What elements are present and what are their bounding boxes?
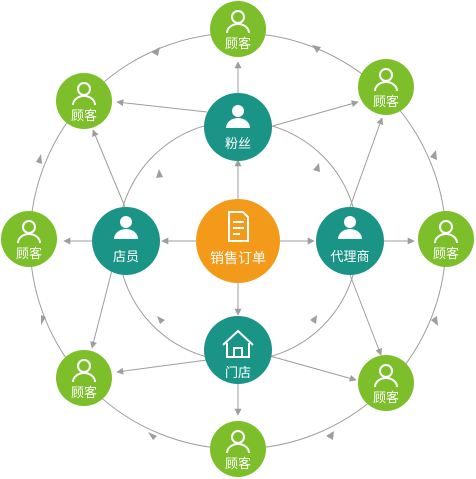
customer-label: 顾客: [71, 385, 97, 401]
customer-label: 顾客: [16, 246, 42, 262]
ring-arrow: [431, 316, 438, 326]
ring-arrow: [312, 45, 321, 53]
center-node[interactable]: 销售订单: [196, 199, 280, 283]
person-outline-icon: [72, 359, 96, 383]
role-node-fans[interactable]: 粉丝: [204, 93, 272, 161]
customer-node[interactable]: 顾客: [1, 211, 57, 267]
customer-label: 顾客: [373, 390, 399, 406]
ring-arrow: [326, 431, 334, 440]
ring-arrow: [157, 316, 165, 324]
center-connectors: [161, 159, 315, 316]
center-label: 销售订单: [210, 251, 266, 267]
customer-label: 顾客: [433, 246, 459, 262]
ring-arrow: [151, 47, 160, 56]
role-label-clerk: 店员: [113, 250, 139, 265]
customer-label: 顾客: [71, 108, 97, 124]
inner-ring-arrows: [156, 163, 320, 324]
role-connectors: [63, 61, 415, 416]
role-node-clerk[interactable]: 店员: [92, 207, 160, 275]
role-label-fans: 粉丝: [225, 137, 251, 152]
customer-label: 顾客: [373, 94, 399, 110]
customer-label: 顾客: [225, 36, 251, 52]
house-icon: [222, 329, 254, 358]
role-label-agent: 代理商: [330, 250, 369, 265]
customer-node[interactable]: 顾客: [210, 1, 266, 57]
customer-node[interactable]: 顾客: [358, 355, 414, 411]
ring-arrow: [310, 315, 317, 324]
person-outline-icon: [17, 220, 41, 244]
person-outline-icon: [226, 10, 250, 34]
ring-arrow: [156, 169, 163, 178]
customer-node[interactable]: 顾客: [418, 211, 474, 267]
role-label-store: 门店: [225, 366, 251, 381]
document-icon: [228, 211, 249, 242]
role-node-agent[interactable]: 代理商: [316, 207, 384, 275]
ring-arrow: [41, 315, 46, 325]
ring-arrow: [313, 163, 320, 172]
customer-node[interactable]: 顾客: [210, 421, 266, 477]
person-outline-icon: [374, 364, 398, 388]
person-outline-icon: [226, 430, 250, 454]
customer-label: 顾客: [225, 456, 251, 472]
ring-arrow: [430, 150, 437, 160]
person-outline-icon: [434, 220, 458, 244]
person-icon: [226, 105, 250, 128]
outer-ring-arrows: [36, 45, 438, 440]
customer-node[interactable]: 顾客: [56, 350, 112, 406]
person-icon: [114, 216, 138, 239]
role-node-store[interactable]: 门店: [204, 316, 272, 384]
person-outline-icon: [374, 68, 398, 92]
person-outline-icon: [72, 82, 96, 106]
customer-node[interactable]: 顾客: [56, 73, 112, 129]
customer-node[interactable]: 顾客: [358, 59, 414, 115]
ring-arrow: [148, 432, 157, 440]
ring-arrow: [36, 154, 42, 164]
person-icon: [338, 216, 362, 239]
